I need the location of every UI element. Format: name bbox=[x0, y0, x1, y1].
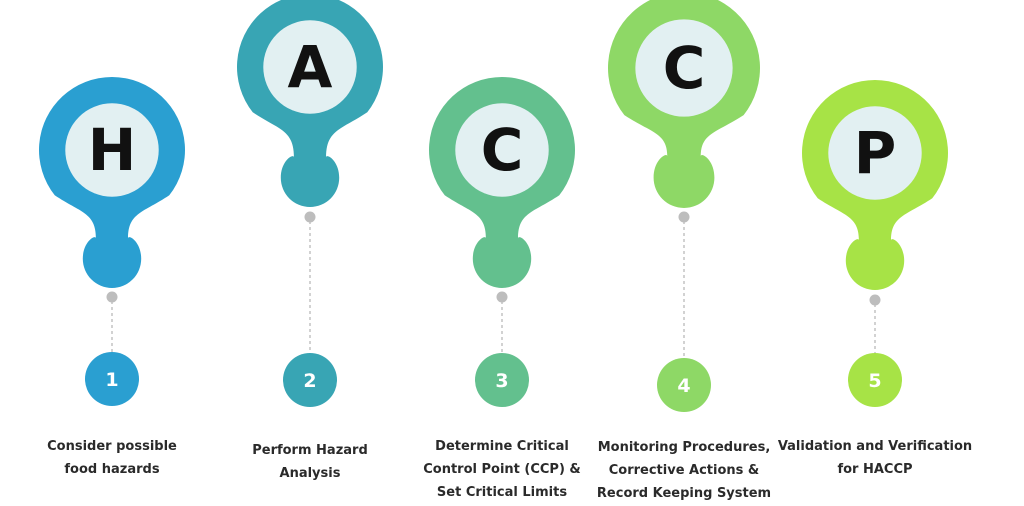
step-number-5: 5 bbox=[868, 370, 881, 392]
step-description-4: Monitoring Procedures, Corrective Actions… bbox=[584, 436, 784, 505]
number-circle-4 bbox=[657, 358, 711, 412]
letter-circle-2 bbox=[263, 20, 357, 114]
connector-dot-3 bbox=[496, 291, 508, 303]
step-number-4: 4 bbox=[677, 375, 690, 397]
connector-dot-4 bbox=[678, 211, 690, 223]
haccp-step-5: P5 bbox=[802, 80, 949, 407]
step-letter-3: C bbox=[481, 116, 524, 184]
number-circle-2 bbox=[283, 353, 337, 407]
description-line: for HACCP bbox=[837, 462, 913, 477]
step-letter-4: C bbox=[663, 34, 706, 102]
step-number-1: 1 bbox=[105, 369, 118, 391]
description-line: Corrective Actions & bbox=[608, 463, 760, 478]
step-number-3: 3 bbox=[495, 370, 508, 392]
connector-dot-1 bbox=[106, 291, 118, 303]
description-line: Consider possible bbox=[47, 439, 177, 454]
haccp-step-2: A2 bbox=[237, 0, 383, 407]
haccp-step-3: C3 bbox=[428, 77, 575, 407]
description-line: Determine Critical bbox=[435, 439, 569, 454]
number-circle-3 bbox=[475, 353, 529, 407]
step-description-1: Consider possible food hazards bbox=[12, 435, 212, 481]
description-line: Monitoring Procedures, bbox=[597, 440, 771, 455]
connector-dot-5 bbox=[869, 294, 881, 306]
description-line: Control Point (CCP) & bbox=[423, 462, 581, 477]
description-line: Record Keeping System bbox=[596, 486, 772, 501]
step-number-2: 2 bbox=[303, 370, 316, 392]
description-line: Set Critical Limits bbox=[436, 485, 568, 500]
number-circle-5 bbox=[848, 353, 902, 407]
step-letter-5: P bbox=[854, 119, 897, 187]
step-description-5: Validation and Verification for HACCP bbox=[775, 435, 975, 481]
step-letter-2: A bbox=[288, 33, 333, 101]
haccp-step-1: H1 bbox=[39, 76, 186, 406]
letter-circle-1 bbox=[65, 103, 159, 197]
description-line: Validation and Verification bbox=[777, 439, 973, 454]
number-circle-1 bbox=[85, 352, 139, 406]
step-letter-1: H bbox=[88, 116, 137, 184]
letter-circle-4 bbox=[635, 19, 733, 117]
description-line: food hazards bbox=[64, 462, 160, 477]
letter-circle-3 bbox=[455, 103, 549, 197]
description-line: Analysis bbox=[279, 466, 341, 481]
letter-circle-5 bbox=[828, 106, 922, 200]
description-line: Perform Hazard bbox=[252, 443, 368, 458]
connector-dot-2 bbox=[304, 211, 316, 223]
haccp-step-4: C4 bbox=[608, 0, 760, 412]
